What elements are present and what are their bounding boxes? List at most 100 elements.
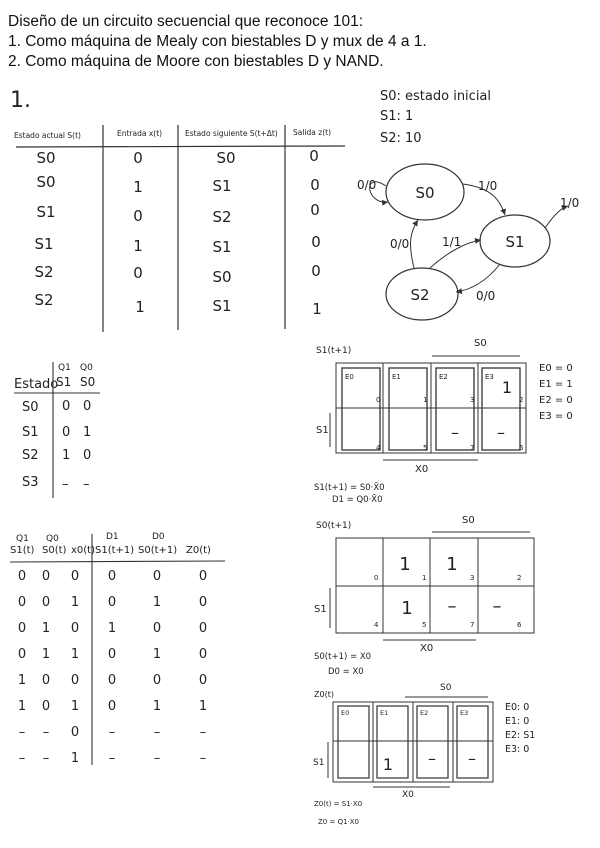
- truth-cell: 0: [71, 673, 79, 688]
- cell: S2: [34, 291, 53, 309]
- kmap2-top-var: S0: [462, 515, 475, 526]
- truth-cell: 0: [199, 621, 207, 636]
- enc-cell: 1: [62, 448, 70, 463]
- truth-cell: 0: [42, 595, 50, 610]
- truth-cell: –: [19, 725, 26, 740]
- cell: S1: [34, 235, 53, 253]
- truth-cell: 1: [108, 621, 116, 636]
- truth-cell: –: [200, 725, 207, 740]
- kmap2-index: 4: [374, 621, 379, 629]
- truth-cell: –: [200, 751, 207, 766]
- truth-cell: 0: [199, 595, 207, 610]
- kmap1-index: 6: [519, 444, 524, 452]
- truth-cell: 1: [18, 673, 26, 688]
- truth-cell: –: [109, 725, 116, 740]
- cell: 1: [133, 237, 143, 255]
- truth-cell: 0: [18, 569, 26, 584]
- kmap2-index: 3: [470, 574, 474, 582]
- enc-cell: S1: [22, 425, 39, 440]
- kmap1-index: 3: [470, 396, 474, 404]
- cell: 0: [133, 264, 143, 282]
- truth-cell: 0: [18, 595, 26, 610]
- truth-cell: 0: [18, 621, 26, 636]
- cell: 0: [309, 147, 319, 165]
- truth-cell: 1: [71, 699, 79, 714]
- cell: 0: [311, 262, 321, 280]
- task-item-1: 1. Como máquina de Mealy con biestables …: [8, 33, 427, 50]
- kmap3-equation-z: Z0 = Q1·X0: [318, 818, 359, 826]
- truth-cell: 0: [108, 647, 116, 662]
- enc-cell: 0: [83, 399, 91, 414]
- kmap3-side-value: E3: 0: [505, 744, 529, 755]
- truth-header: S0(t): [42, 545, 67, 556]
- enc-cell: 0: [62, 399, 70, 414]
- truth-table: Q1 Q0 D1 D0 S1(t) S0(t) x0(t) S1(t+1) S0…: [9, 532, 226, 766]
- truth-cell: 1: [153, 595, 161, 610]
- state-label-s2: S2: [410, 286, 429, 304]
- truth-cell: –: [19, 751, 26, 766]
- truth-cell: 0: [108, 673, 116, 688]
- kmap1-input: E0: [345, 373, 354, 381]
- kmap1-bottom-var: X0: [415, 464, 428, 475]
- kmap2-bottom-var: X0: [420, 643, 433, 654]
- enc-top-q0: Q0: [80, 363, 93, 373]
- enc-cell: 0: [62, 425, 70, 440]
- cell: S1: [212, 177, 231, 195]
- truth-cell: 1: [199, 699, 207, 714]
- encoding-table: Q1 Q0 Estado S1 S0 S0 0 0 S1 0 1 S2 1 0 …: [14, 362, 100, 498]
- truth-cell: 0: [42, 569, 50, 584]
- kmap2-index: 7: [470, 621, 474, 629]
- transition-label: 0/0: [390, 237, 409, 251]
- kmap1-equation: S1(t+1) = S0·X̄0: [314, 481, 385, 493]
- enc-cell: 0: [83, 448, 91, 463]
- truth-cell: 0: [108, 699, 116, 714]
- kmap1-cell: –: [497, 423, 505, 442]
- kmap3-bottom-var: X0: [402, 790, 414, 800]
- kmap1-side-value: E2 = 0: [539, 395, 573, 406]
- truth-cell: 1: [71, 595, 79, 610]
- kmap3-title: Z0(t): [314, 690, 334, 699]
- kmap2-index: 0: [374, 574, 378, 582]
- cell: 0: [133, 149, 143, 167]
- truth-cell: 0: [108, 595, 116, 610]
- kmap1-side-var: S1: [316, 425, 329, 436]
- cell: S1: [212, 297, 231, 315]
- truth-cell: 0: [153, 569, 161, 584]
- truth-cell: 0: [18, 647, 26, 662]
- truth-header: S1(t): [10, 545, 35, 556]
- truth-cell: 0: [199, 673, 207, 688]
- cell: S0: [36, 173, 55, 191]
- kmap3-cell: –: [468, 749, 476, 768]
- truth-cell: 1: [18, 699, 26, 714]
- state-label-s0: S0: [415, 184, 434, 202]
- section-label: 1.: [10, 88, 31, 113]
- truth-cell: 0: [71, 621, 79, 636]
- kmap2-cell: 1: [399, 554, 410, 575]
- kmap1-side-value: E3 = 0: [539, 411, 573, 422]
- cell: 1: [312, 300, 322, 318]
- state-table: Estado actual S(t) Entrada x(t) Estado s…: [14, 125, 346, 332]
- col-header-estado-actual: Estado actual S(t): [14, 131, 81, 140]
- truth-cell: 1: [71, 647, 79, 662]
- truth-header: S1(t+1): [95, 545, 134, 556]
- kmap3-side-value: E2: S1: [505, 730, 535, 741]
- kmap2-equation: S0(t+1) = X0: [314, 652, 371, 662]
- kmap-s1: S1(t+1) S0 S1 X0 E0 E1 E2 E3 0 1 3 2 4 5…: [314, 338, 573, 505]
- truth-cell: 0: [42, 673, 50, 688]
- transition-label: 0/0: [357, 178, 376, 192]
- truth-header: S0(t+1): [138, 545, 177, 556]
- kmap3-input: E0: [341, 709, 349, 717]
- note-s2: S2: 10: [380, 131, 422, 146]
- cell: S0: [216, 149, 235, 167]
- truth-cell: –: [154, 725, 161, 740]
- transition-label: 0/0: [476, 289, 495, 303]
- state-label-s1: S1: [505, 233, 524, 251]
- kmap2-equation-d: D0 = X0: [328, 667, 364, 677]
- col-header-entrada: Entrada x(t): [117, 129, 162, 138]
- document-title: Diseño de un circuito secuencial que rec…: [8, 13, 364, 30]
- kmap3-cell: –: [428, 749, 436, 768]
- kmap2-cell: 1: [401, 598, 412, 619]
- transition-label: 1/0: [478, 179, 497, 193]
- kmap2-cell: –: [493, 596, 502, 617]
- kmap2-index: 5: [422, 621, 426, 629]
